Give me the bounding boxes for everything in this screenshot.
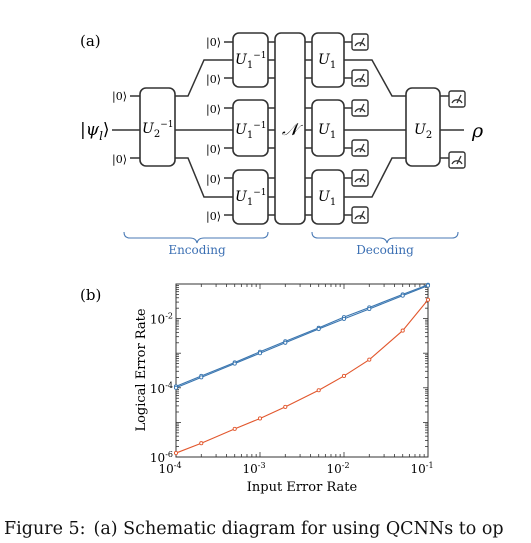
- caption-text: (a) Schematic diagram for using QCNNs to…: [93, 519, 504, 539]
- output-state-label: ρ: [471, 120, 484, 142]
- data-point: [257, 351, 263, 356]
- data-point: [232, 361, 237, 366]
- decoding-brace: [311, 231, 459, 244]
- panel-a-label: (a): [80, 32, 101, 50]
- measurement-meter-icon: [351, 169, 369, 187]
- data-point: [341, 316, 347, 321]
- svg-text:U2−1: U2−1: [142, 120, 173, 140]
- decoding-gate-u1: U1: [311, 169, 345, 225]
- ancilla-label: |0⟩: [112, 153, 127, 167]
- series-line-2: [175, 285, 429, 389]
- x-tick-label: 10-2: [326, 461, 349, 476]
- svg-text:U1−1: U1−1: [235, 51, 266, 71]
- encoding-gate-u1-inverse: U1−1: [232, 99, 269, 157]
- data-point: [425, 297, 431, 302]
- data-point: [232, 426, 237, 431]
- data-point: [173, 451, 179, 456]
- x-tick-label: 10-4: [158, 461, 181, 476]
- ancilla-label: |0⟩: [112, 90, 127, 104]
- y-tick-label: 10-6: [150, 450, 173, 465]
- x-tick-label: 10-1: [410, 461, 433, 476]
- data-point: [283, 340, 288, 345]
- y-tick-label: 10-2: [150, 312, 173, 327]
- measurement-meter-icon: [351, 33, 369, 51]
- data-point: [425, 283, 431, 288]
- x-axis-label: Input Error Rate: [247, 480, 358, 495]
- data-point: [199, 375, 204, 380]
- svg-text:U1−1: U1−1: [235, 121, 266, 141]
- decoder-gate-u2: U2: [405, 87, 441, 167]
- data-point: [400, 293, 405, 298]
- data-point: [199, 441, 204, 446]
- measurement-meter-icon: [351, 99, 369, 117]
- data-point: [283, 404, 288, 409]
- encoding-brace: [123, 231, 269, 244]
- measurement-meter-icon: [448, 90, 466, 108]
- encoder-gate-u2-inverse: U2−1: [139, 87, 176, 167]
- ancilla-label: |0⟩: [206, 210, 221, 224]
- measurement-meter-icon: [351, 206, 369, 224]
- y-tick-label: 10-4: [150, 381, 173, 396]
- encoding-gate-u1-inverse: U1−1: [232, 169, 269, 225]
- svg-text:U1−1: U1−1: [235, 188, 266, 208]
- encoding-label: Encoding: [168, 243, 226, 257]
- ancilla-label: |0⟩: [206, 103, 221, 117]
- data-point: [367, 306, 372, 312]
- ancilla-label: |0⟩: [206, 173, 221, 187]
- decoding-gate-u1: U1: [311, 32, 345, 88]
- ancilla-label: |0⟩: [206, 36, 221, 50]
- measurement-meter-icon: [448, 151, 466, 169]
- series-line-1: [175, 284, 429, 387]
- figure: (a) |ψl⟩ |0⟩ |0⟩ |0⟩ |0⟩ |0⟩ |0⟩ |0⟩ |0⟩: [80, 32, 484, 495]
- data-point: [173, 385, 179, 390]
- panel-b-label: (b): [80, 286, 101, 304]
- y-axis-label: Logical Error Rate: [134, 308, 149, 431]
- noise-channel: 𝒩: [274, 32, 306, 225]
- data-point: [316, 388, 321, 393]
- svg-text:U2: U2: [414, 122, 432, 141]
- svg-text:U1: U1: [318, 52, 336, 71]
- input-state-label: |ψl⟩: [80, 120, 110, 143]
- caption-label: Figure 5:: [4, 519, 86, 539]
- data-point: [257, 416, 263, 421]
- data-point: [400, 328, 405, 333]
- data-point: [341, 373, 347, 379]
- figure-caption: Figure 5: (a) Schematic diagram for using…: [4, 519, 504, 539]
- decoding-label: Decoding: [356, 243, 414, 257]
- ancilla-label: |0⟩: [206, 143, 221, 157]
- x-tick-label: 10-3: [242, 461, 265, 476]
- data-point: [316, 326, 321, 332]
- series-line-3: [175, 299, 429, 454]
- measurement-meter-icon: [351, 69, 369, 87]
- measurement-meter-icon: [351, 139, 369, 157]
- encoding-gate-u1-inverse: U1−1: [232, 32, 269, 88]
- data-point: [367, 357, 372, 362]
- svg-text:U1: U1: [318, 189, 336, 208]
- ancilla-label: |0⟩: [206, 73, 221, 87]
- decoding-gate-u1: U1: [311, 99, 345, 157]
- svg-text:U1: U1: [318, 122, 336, 141]
- circuit-wires: [112, 41, 464, 216]
